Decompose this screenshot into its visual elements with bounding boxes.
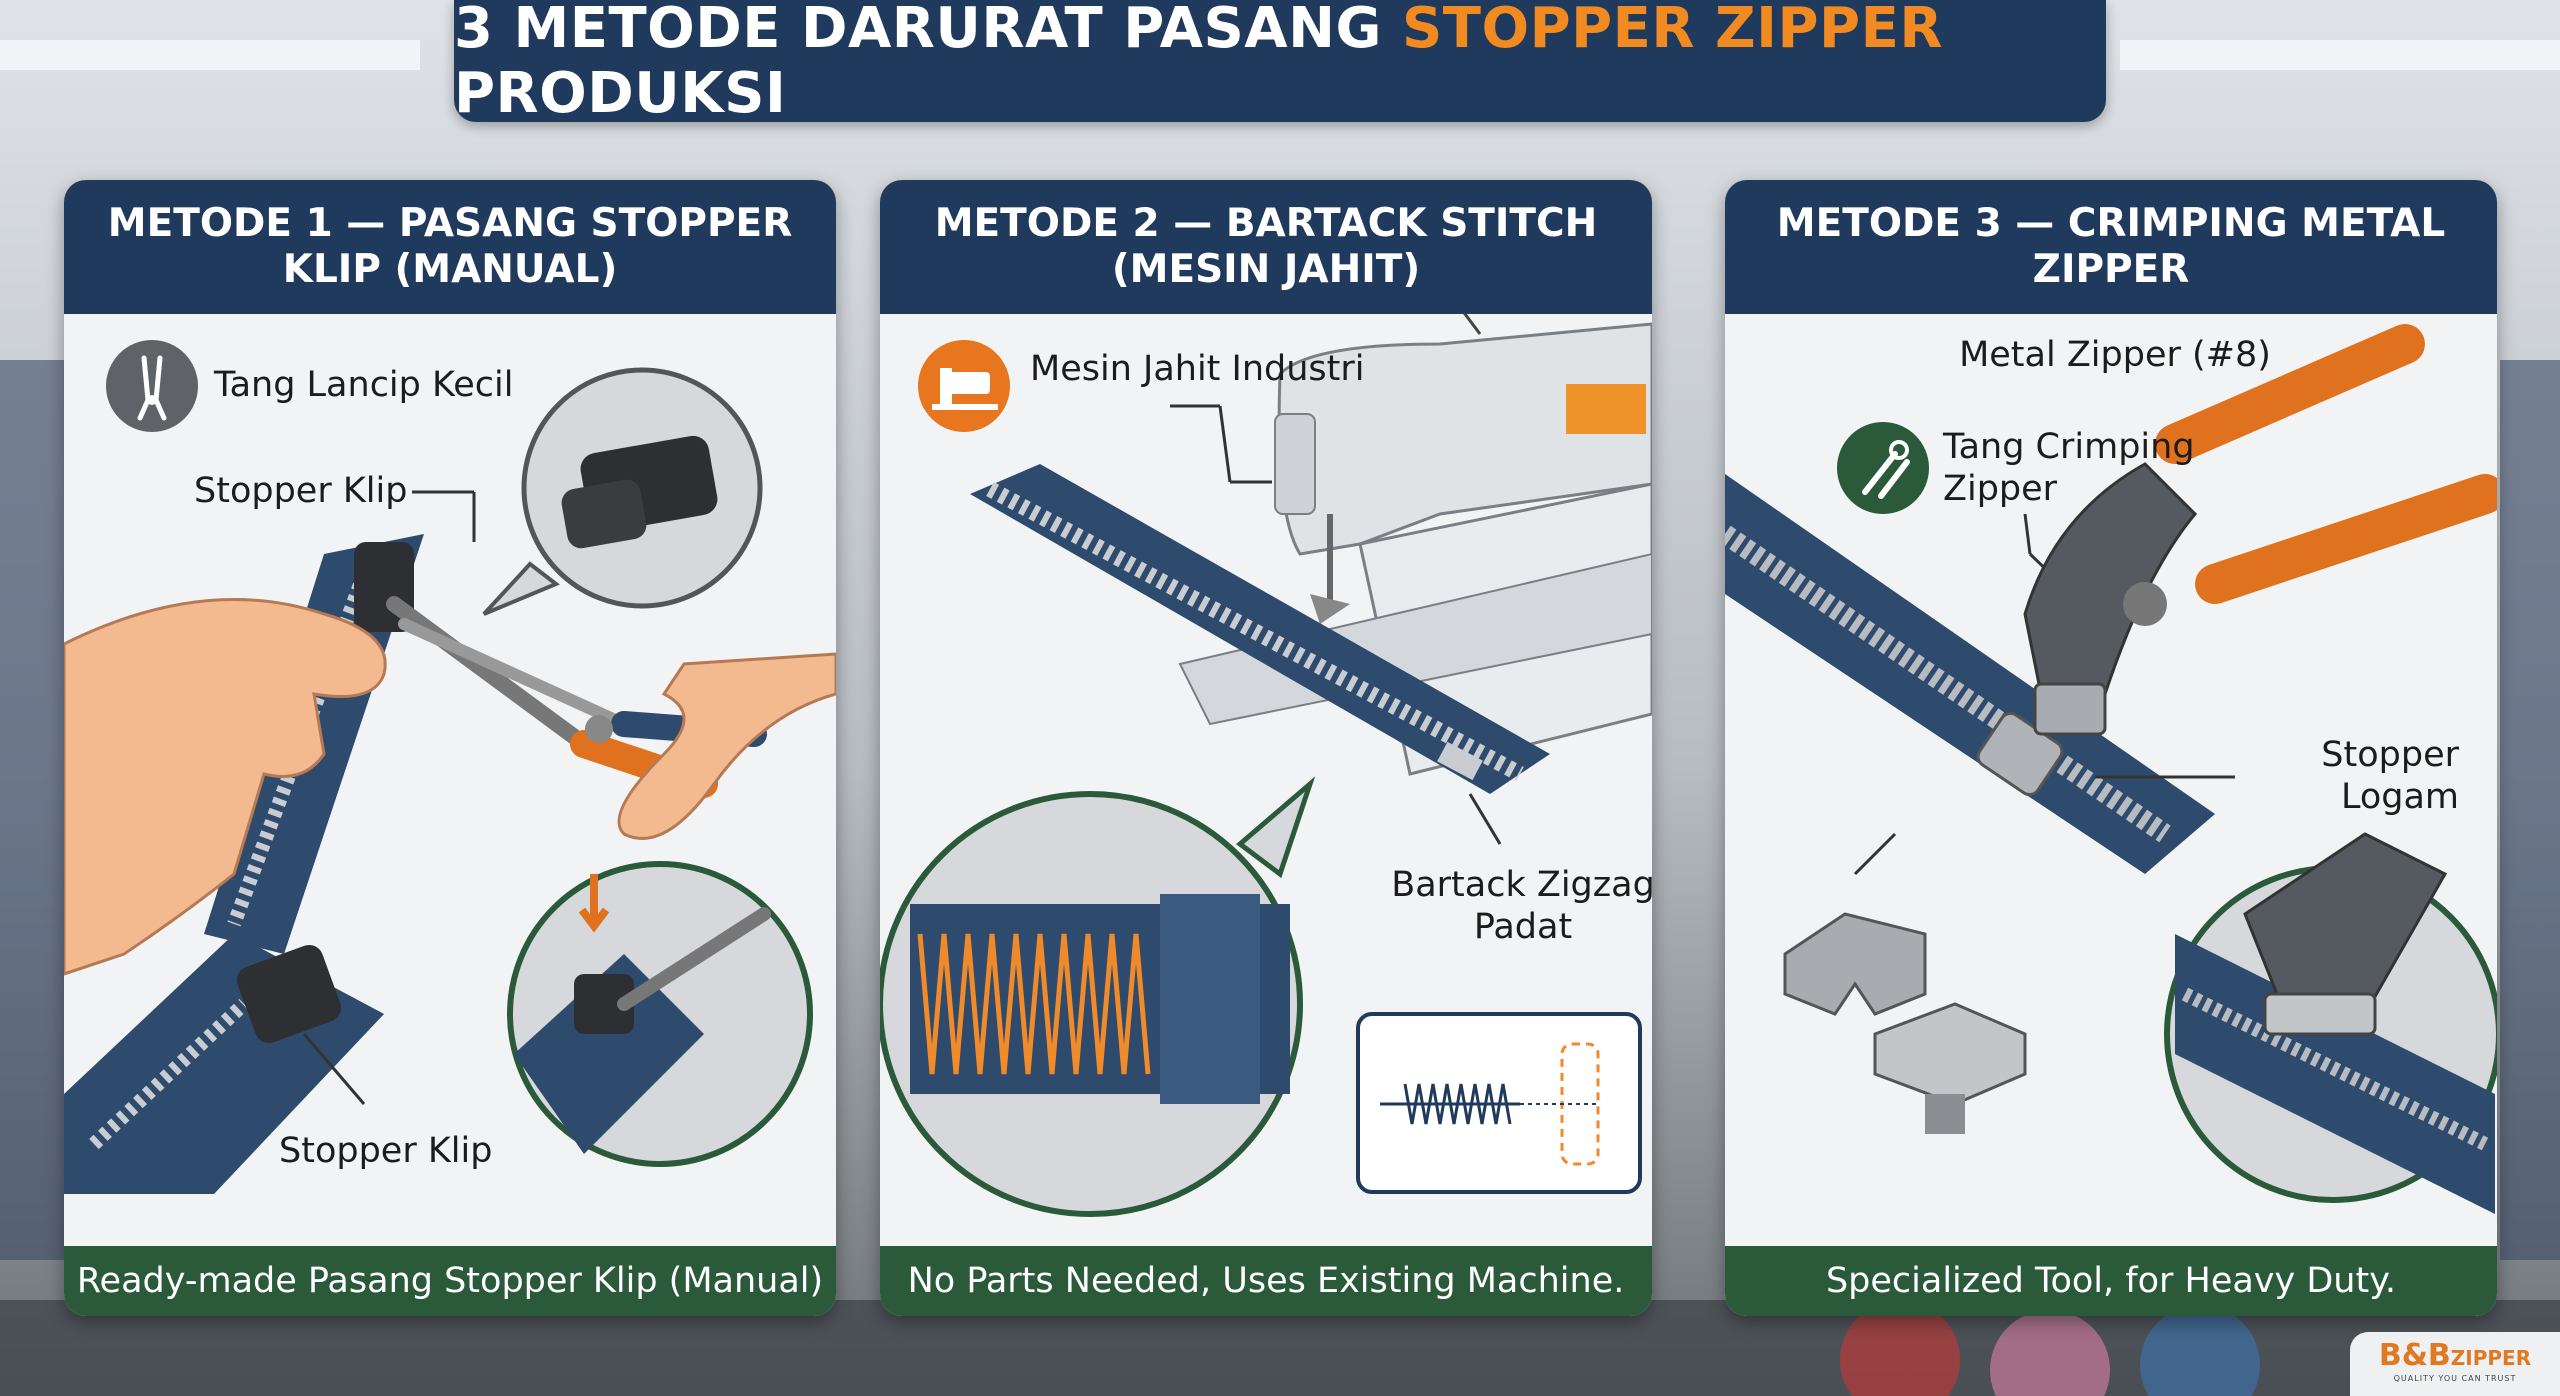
method-3-footer: Specialized Tool, for Heavy Duty. <box>1725 1246 2497 1316</box>
label-sewing-machine: Mesin Jahit Industri <box>1030 349 1365 389</box>
logo-tagline: QUALITY YOU CAN TRUST <box>2393 1374 2517 1383</box>
method-2-heading: METODE 2 — BARTACK STITCH (MESIN JAHIT) <box>880 180 1652 314</box>
label-metal-stopper: Stopper Logam <box>2321 735 2459 817</box>
zipper-tape-bottom <box>64 934 384 1194</box>
method-2-panel: METODE 2 — BARTACK STITCH (MESIN JAHIT) <box>880 180 1652 1316</box>
title-banner: 3 METODE DARURAT PASANG STOPPER ZIPPER P… <box>454 0 2106 126</box>
pliers-icon <box>106 340 198 432</box>
label-crimping-tool: Tang Crimping Zipper <box>1943 427 2195 509</box>
method-3-heading: METODE 3 — CRIMPING METAL ZIPPER <box>1725 180 2497 314</box>
brand-logo: B&BZIPPER QUALITY YOU CAN TRUST <box>2350 1332 2560 1396</box>
label-tool: Tang Lancip Kecil <box>214 365 514 405</box>
page-title: 3 METODE DARURAT PASANG STOPPER ZIPPER P… <box>454 0 2106 126</box>
label-stopper-top: Stopper Klip <box>194 471 408 511</box>
method-1-illustration: Tang Lancip Kecil Stopper Klip Stopper K… <box>64 314 836 1246</box>
title-prefix: 3 METODE DARURAT PASANG <box>454 0 1382 61</box>
method-3-illustration: Metal Zipper (#8) Tang Crimping Zipper S… <box>1725 314 2497 1246</box>
label-stopper-bottom: Stopper Klip <box>279 1131 493 1171</box>
title-suffix: PRODUKSI <box>454 61 787 126</box>
installation-closeup <box>507 861 813 1167</box>
method-1-heading: METODE 1 — PASANG STOPPER KLIP (MANUAL) <box>64 180 836 314</box>
metal-stopper-parts <box>1783 912 2027 1134</box>
method-1-panel: METODE 1 — PASANG STOPPER KLIP (MANUAL) <box>64 180 836 1316</box>
title-accent: STOPPER ZIPPER <box>1401 0 1943 61</box>
label-bartack: Bartack Zigzag Padat <box>1391 865 1652 947</box>
method-3-panel: METODE 3 — CRIMPING METAL ZIPPER <box>1725 180 2497 1316</box>
method-2-illustration: Mesin Jahit Industri Bartack Zigzag Pada… <box>880 293 1652 1246</box>
label-metal-zipper: Metal Zipper (#8) <box>1959 335 2271 375</box>
crimping-tool-icon <box>1837 422 1929 514</box>
crimping-closeup <box>2164 832 2497 1214</box>
zipper-tape-diagonal <box>970 464 1550 794</box>
crimping-pliers <box>2023 324 2497 736</box>
bartack-diagram <box>1356 1012 1642 1194</box>
bartack-stitch-closeup <box>880 776 1316 1217</box>
left-hand <box>64 597 387 976</box>
method-1-footer: Ready-made Pasang Stopper Klip (Manual) <box>64 1246 836 1316</box>
method-2-footer: No Parts Needed, Uses Existing Machine. <box>880 1246 1652 1316</box>
right-hand <box>617 652 836 840</box>
logo-brand: B&B <box>2378 1338 2451 1373</box>
arrow-down-icon <box>578 874 610 933</box>
stopper-clip-closeup <box>482 367 763 616</box>
sewing-machine-icon <box>918 340 1010 432</box>
logo-brand-suffix: ZIPPER <box>2450 1346 2532 1370</box>
